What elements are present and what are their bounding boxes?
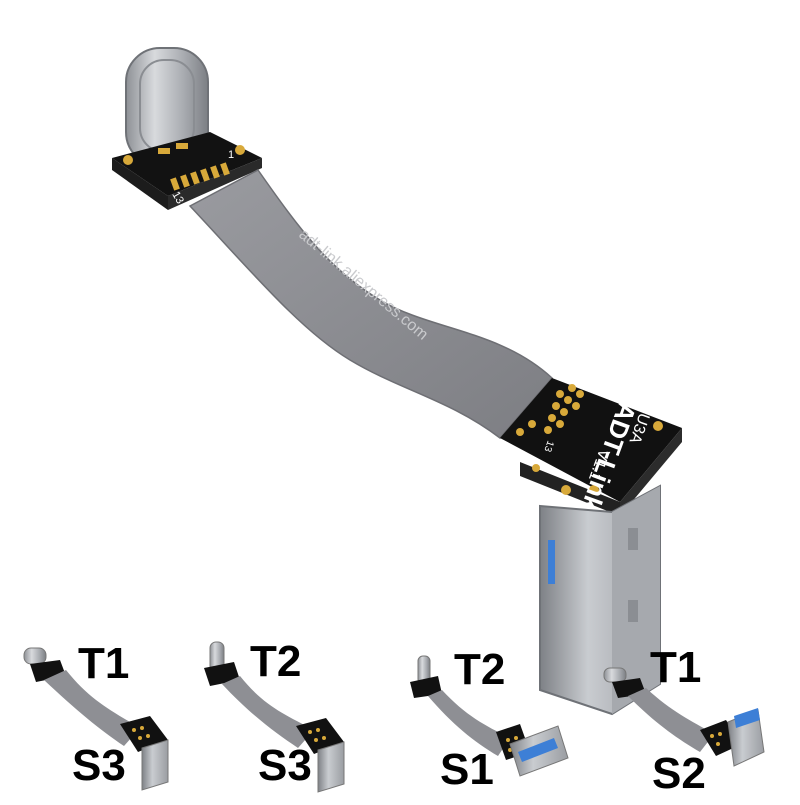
pin-end-label: 13: [169, 190, 186, 207]
gold-pads: [123, 143, 245, 191]
variant-1-top-label: T1: [78, 639, 130, 688]
hero-cable: 1 13 adt-link.aliexpress.com ADT-Link U3…: [112, 47, 682, 716]
top-pcb: 1 13: [112, 132, 262, 210]
usb-a-connector: [539, 484, 661, 716]
usb3-blue-insert: [548, 540, 555, 584]
variant-4-bottom-label: S2: [652, 749, 706, 798]
variant-thumbnail-2: [204, 641, 345, 793]
pin-start-label: 1: [228, 149, 234, 161]
bottom-pcb: ADT-Link U3A V1.1 13: [500, 378, 682, 516]
gold-pad-grid: [516, 384, 663, 495]
variant-thumbnail-1: [23, 647, 169, 791]
variant-3-top-label: T2: [454, 645, 506, 694]
pcb-pin-mark: 13: [541, 439, 555, 454]
variant-1-bottom-label: S3: [72, 741, 126, 790]
variant-thumbnail-4: [603, 667, 765, 767]
variant-thumbnail-3: [410, 655, 569, 777]
ribbon-cable: [188, 169, 554, 440]
variant-2-top-label: T2: [250, 637, 302, 686]
variant-3-bottom-label: S1: [440, 745, 494, 794]
variant-4-top-label: T1: [650, 643, 702, 692]
variant-2-bottom-label: S3: [258, 741, 312, 790]
